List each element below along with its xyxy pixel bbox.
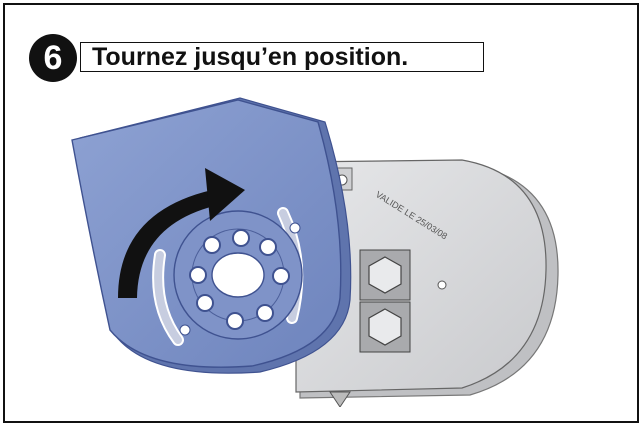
hex-bolt-top (359, 249, 411, 301)
step-title-box: Tournez jusqu’en position. (80, 42, 484, 72)
mounting-illustration: VALIDE LE 25/03/08 (71, 97, 559, 407)
step-number-badge: 6 (29, 34, 77, 82)
blue-bracket (71, 97, 352, 374)
grey-plate: VALIDE LE 25/03/08 (295, 159, 559, 407)
bolt-hub (173, 210, 303, 340)
clockwise-arrow-icon (118, 168, 245, 298)
hex-bolt-bottom (359, 301, 411, 353)
step-title: Tournez jusqu’en position. (92, 43, 409, 71)
